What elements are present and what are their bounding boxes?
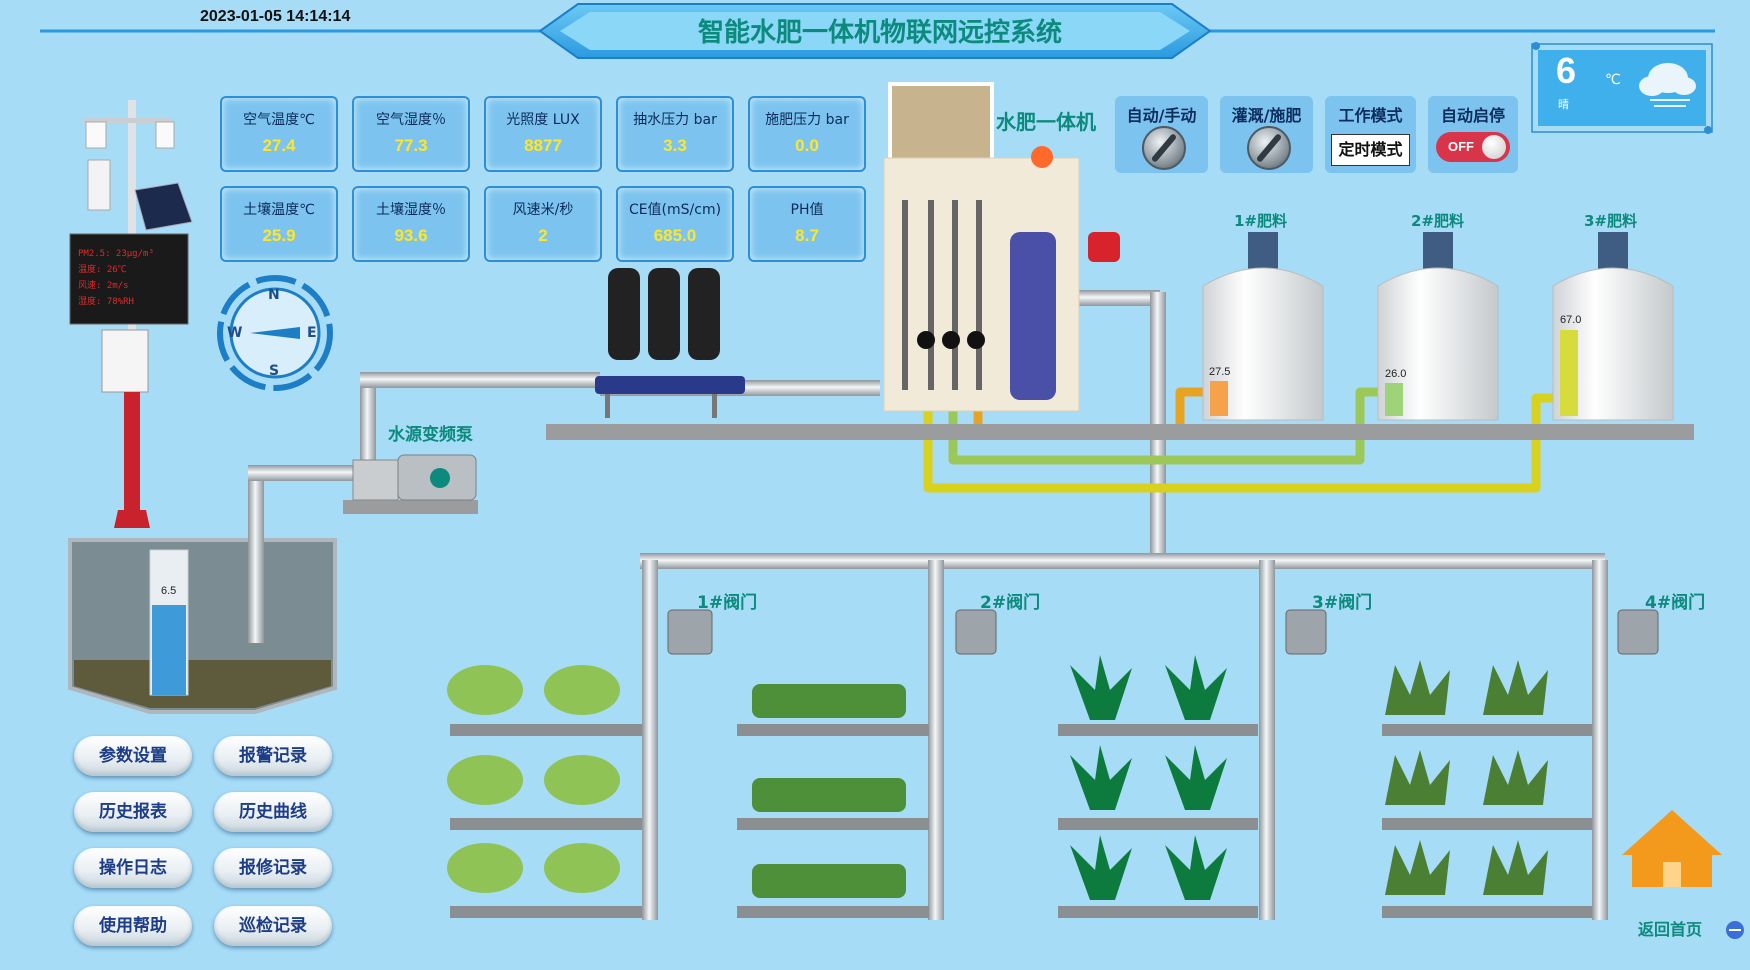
- control-label: 工作模式: [1338, 106, 1403, 125]
- auto-start-panel: 自动启停 OFF: [1428, 96, 1518, 173]
- weather-temp: 6: [1556, 50, 1577, 91]
- sensor-label: 土壤温度℃: [243, 202, 315, 218]
- operation-log-button[interactable]: 操作日志: [74, 848, 192, 888]
- help-button[interactable]: 使用帮助: [74, 906, 192, 946]
- header-banner: [40, 3, 1715, 59]
- control-label: 自动启停: [1440, 106, 1505, 125]
- valve-label-2: 2#阀门: [980, 593, 1041, 613]
- work-mode-panel: 工作模式 定时模式: [1325, 96, 1416, 173]
- tank-level-value: 26.0: [1385, 368, 1407, 380]
- sensor-label: PH值: [790, 202, 824, 218]
- valve-label-1: 1#阀门: [697, 593, 758, 613]
- led-line: 温度: 26℃: [78, 265, 127, 275]
- sensor-label: 光照度 LUX: [506, 112, 580, 128]
- sensor-label: 空气湿度％: [376, 112, 446, 128]
- sensor-label: 风速米/秒: [512, 202, 574, 218]
- home-label[interactable]: 返回首页: [1638, 920, 1703, 939]
- water-well: [68, 538, 337, 714]
- sensor-value: 0.0: [795, 136, 819, 155]
- tank-label: 3#肥料: [1584, 212, 1638, 230]
- compass-west: W: [227, 325, 243, 341]
- fertilizer-tanks: [1202, 232, 1674, 421]
- valve-label-4: 4#阀门: [1645, 593, 1706, 613]
- sensor-card-air-humidity: 空气湿度％ 77.3: [352, 96, 470, 172]
- work-mode-select[interactable]: 定时模式: [1331, 134, 1410, 166]
- sensor-value: 77.3: [394, 136, 428, 155]
- sensor-value: 8.7: [795, 226, 819, 245]
- water-pump: [343, 454, 478, 514]
- sensor-card-soil-temp: 土壤温度℃ 25.9: [220, 186, 338, 262]
- sensor-card-soil-humidity: 土壤湿度％ 93.6: [352, 186, 470, 262]
- pump-label: 水源变频泵: [388, 425, 473, 445]
- sensor-card-air-temp: 空气温度℃ 27.4: [220, 96, 338, 172]
- plant-beds: [447, 655, 1592, 918]
- led-line: PM2.5: 23μg/m³: [78, 249, 154, 259]
- sensor-label: 施肥压力 bar: [765, 112, 849, 128]
- sensor-label: 土壤湿度％: [376, 202, 446, 218]
- control-label: 灌溉/施肥: [1231, 106, 1302, 125]
- fertigation-machine: [883, 82, 1120, 412]
- sensor-value: 2: [538, 226, 548, 245]
- sensor-value: 3.3: [663, 136, 687, 155]
- sensor-value: 25.9: [262, 226, 296, 245]
- sensor-card-ce: CE值(mS/cm) 685.0: [616, 186, 734, 262]
- irrigate-fert-panel: 灌溉/施肥: [1220, 96, 1313, 173]
- led-line: 湿度: 78%RH: [78, 297, 134, 307]
- sensor-card-wind-speed: 风速米/秒 2: [484, 186, 602, 262]
- sensor-card-fert-pressure: 施肥压力 bar 0.0: [748, 96, 866, 172]
- clock: 2023-01-05 14:14:14: [200, 8, 351, 25]
- auto-manual-knob[interactable]: [1141, 126, 1186, 170]
- led-line: 风速: 2m/s: [78, 281, 129, 291]
- compass-icon: [217, 275, 333, 391]
- compass-south: S: [269, 363, 280, 379]
- alarm-records-button[interactable]: 报警记录: [214, 736, 332, 776]
- weather-desc: 晴: [1558, 98, 1569, 111]
- tank-level-value: 27.5: [1209, 366, 1231, 378]
- auto-manual-panel: 自动/手动: [1115, 96, 1208, 173]
- toggle-thumb: [1482, 135, 1506, 159]
- control-label: 自动/手动: [1126, 106, 1197, 125]
- well-level-value: 6.5: [161, 585, 177, 597]
- ground-slab: [546, 424, 1694, 440]
- page-title: 智能水肥一体机物联网远控系统: [697, 18, 1062, 48]
- history-report-button[interactable]: 历史报表: [74, 792, 192, 832]
- tank-label: 2#肥料: [1411, 212, 1465, 230]
- sensor-value: 93.6: [394, 226, 428, 245]
- sensor-value: 685.0: [653, 226, 697, 245]
- tank-level-value: 67.0: [1560, 314, 1582, 326]
- history-curve-button[interactable]: 历史曲线: [214, 792, 332, 832]
- home-icon[interactable]: [1622, 810, 1722, 887]
- weather-unit: ℃: [1605, 72, 1621, 88]
- valve-label-3: 3#阀门: [1312, 593, 1373, 613]
- sensor-label: 抽水压力 bar: [633, 112, 717, 128]
- sensor-card-pump-pressure: 抽水压力 bar 3.3: [616, 96, 734, 172]
- toggle-state: OFF: [1448, 139, 1474, 154]
- sensor-card-illuminance: 光照度 LUX 8877: [484, 96, 602, 172]
- compass-east: E: [307, 325, 317, 341]
- irrigate-fert-knob[interactable]: [1246, 126, 1291, 170]
- machine-label: 水肥一体机: [996, 110, 1096, 134]
- inspection-records-button[interactable]: 巡检记录: [214, 906, 332, 946]
- param-settings-button[interactable]: 参数设置: [74, 736, 192, 776]
- sensor-card-ph: PH值 8.7: [748, 186, 866, 262]
- valves: [667, 609, 1659, 655]
- led-display-board: PM2.5: 23μg/m³ 温度: 26℃ 风速: 2m/s 湿度: 78%R…: [78, 246, 154, 310]
- repair-records-button[interactable]: 报修记录: [214, 848, 332, 888]
- disc-filters: [595, 268, 745, 418]
- sensor-label: CE值(mS/cm): [628, 202, 722, 218]
- tank-label: 1#肥料: [1234, 212, 1288, 230]
- sensor-label: 空气温度℃: [243, 112, 315, 128]
- cloud-icon: [1639, 63, 1696, 107]
- sensor-value: 8877: [524, 136, 562, 155]
- compass-north: N: [268, 287, 280, 303]
- sensor-value: 27.4: [262, 136, 296, 155]
- auto-start-toggle[interactable]: OFF: [1436, 132, 1510, 162]
- weather-station: [69, 100, 193, 528]
